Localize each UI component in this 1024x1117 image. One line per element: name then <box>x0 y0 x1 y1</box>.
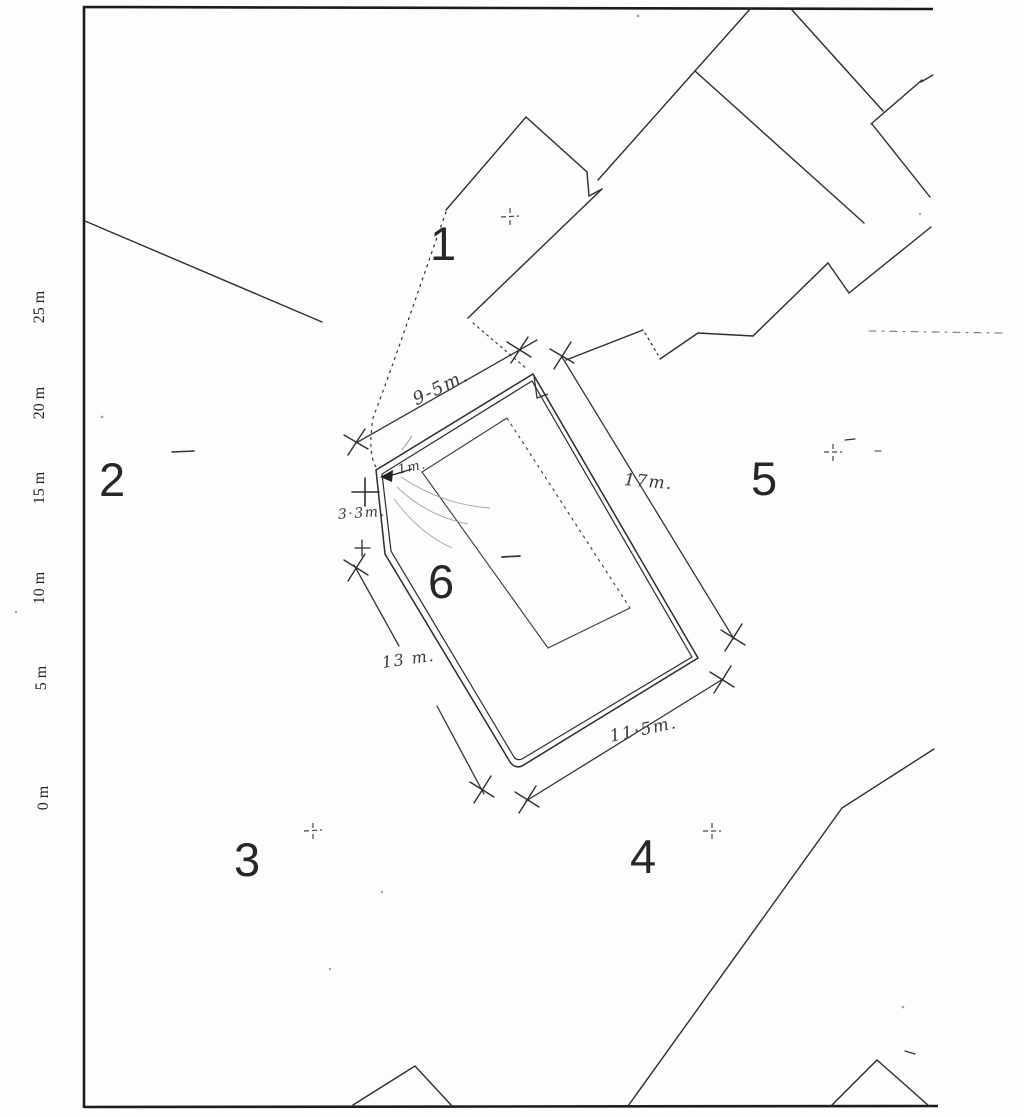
survey-crosses <box>303 208 842 839</box>
dotted-boundary-area1-area2 <box>370 211 447 468</box>
x-mark <box>514 785 540 814</box>
dash-near-area2 <box>171 450 195 453</box>
pentagon-building-outline <box>370 116 603 468</box>
dimension-line-13m <box>353 564 485 795</box>
building-top-right-tick <box>920 74 934 83</box>
plus-cross <box>351 477 380 507</box>
boundary-area1-east <box>597 7 752 181</box>
area5-north-zigzag-a <box>565 329 644 361</box>
building-top-right-c <box>871 123 931 198</box>
dimension-line-11-5m <box>525 678 724 802</box>
survey-cross <box>500 208 520 225</box>
measurement-plus-crosses <box>351 477 380 557</box>
bottom-left-triangle <box>352 1065 453 1107</box>
inner-building-outline <box>421 417 631 649</box>
survey-cross <box>703 823 721 839</box>
survey-x-marks <box>343 336 746 814</box>
parcel-label-5: 5 <box>751 452 778 505</box>
dimension-label-17m: 17m. <box>623 470 674 495</box>
scale-label-0m: 0 m <box>35 785 52 811</box>
dimension-line-17m <box>561 356 735 640</box>
arrowhead <box>380 470 393 482</box>
scale-label-5m: 5 m <box>33 665 50 691</box>
x-mark <box>549 341 575 370</box>
building-top-right-a <box>791 9 884 112</box>
x-mark <box>506 336 532 364</box>
parcel-label-6: 6 <box>428 555 455 608</box>
parcel-label-3: 3 <box>234 833 261 886</box>
dimension-label-3-3m: 3·3m. <box>337 503 386 523</box>
survey-cross <box>303 823 323 839</box>
x-mark <box>720 623 746 652</box>
boundary-west-diagonal <box>84 220 323 323</box>
area5-north-zigzag-b <box>659 226 932 360</box>
x-mark <box>709 665 735 694</box>
boundary-pentagon-to-plot-dotted <box>472 322 528 370</box>
plus-cross-small <box>354 539 371 557</box>
scan-specks <box>14 14 922 1009</box>
dimension-line-9-5m <box>355 339 538 444</box>
map-frame <box>82 5 939 1109</box>
dash-dot-line-east <box>868 330 1003 334</box>
one-meter-arrow <box>380 468 413 482</box>
scale-label-20m: 20 m <box>31 386 48 420</box>
dimension-lines <box>353 339 735 802</box>
area5-north-zigzag-dotted <box>644 332 659 356</box>
parcel-label-2: 2 <box>99 453 126 506</box>
plot6-outline <box>375 372 700 768</box>
survey-cross <box>824 444 842 461</box>
x-mark <box>343 428 369 456</box>
plot6-north-corner-notch <box>533 375 549 399</box>
x-mark <box>469 775 495 804</box>
boundary-area5-northwest <box>694 70 865 224</box>
small-dashes <box>171 438 916 1055</box>
parcel-label-1: 1 <box>430 217 457 270</box>
bottom-right-triangle <box>830 1059 930 1107</box>
scale-label-10m: 10 m <box>31 571 48 605</box>
parcel-boundary-lines <box>84 7 1003 1107</box>
boundary-area4-east <box>627 748 935 1107</box>
scale-label-25m: 25 m <box>31 290 48 324</box>
scale-label-15m: 15 m <box>31 471 48 505</box>
dash-inside-inner-building <box>501 555 521 558</box>
building-top-right-b <box>870 79 923 125</box>
boundary-pentagon-to-plot <box>467 188 603 319</box>
parcel-label-4: 4 <box>630 830 657 883</box>
x-mark <box>343 553 369 582</box>
gate-swing-arcs <box>393 435 491 549</box>
inner-building-dashed-edge <box>506 417 631 609</box>
